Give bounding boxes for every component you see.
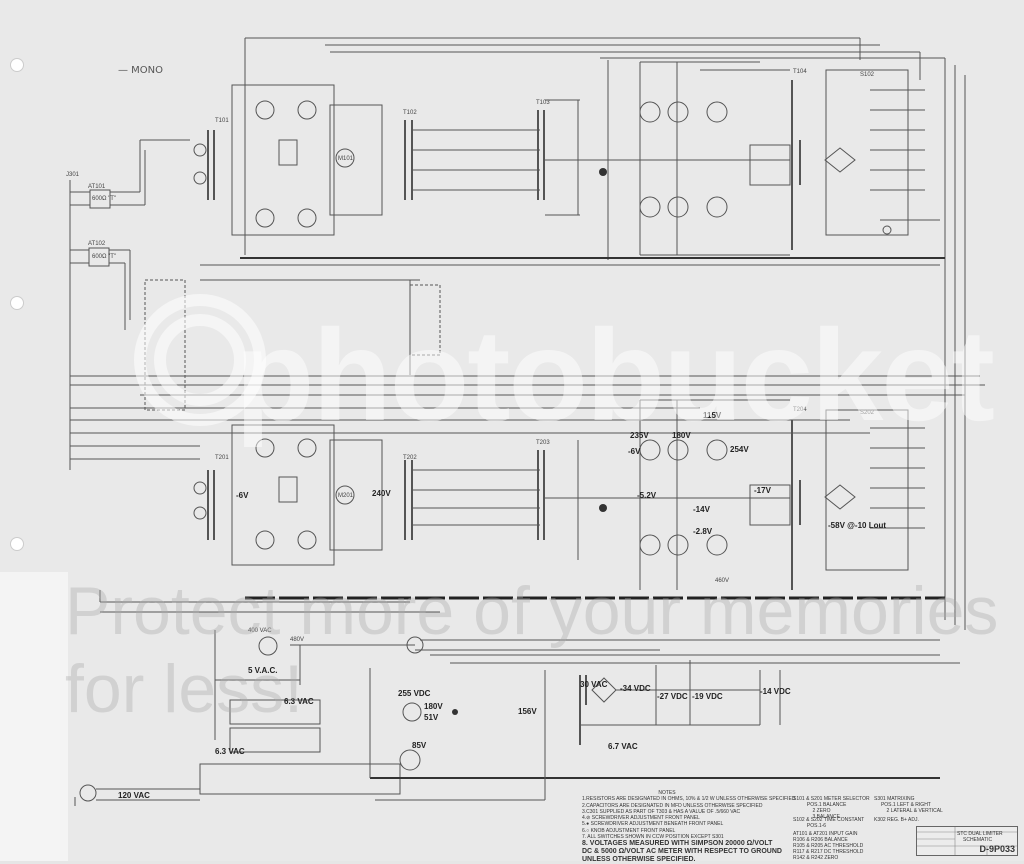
voltage-label: 115V — [703, 411, 722, 420]
note-item: 4.⊘ SCREWDRIVER ADJUSTMENT FRONT PANEL — [582, 815, 700, 822]
note-item: 1.RESISTORS ARE DESIGNATED IN OHMS, 10% … — [582, 796, 796, 803]
component-label: T201 — [215, 455, 229, 461]
voltage-label: 6.7 VAC — [608, 742, 638, 751]
component-value: 600Ω "T" — [92, 254, 117, 260]
component-label: M201 — [338, 493, 354, 499]
note-item: 5.● SCREWDRIVER ADJUSTMENT BENEATH FRONT… — [582, 821, 724, 828]
voltage-label: 180V — [672, 431, 691, 440]
voltage-label: -58V @-10 Lout — [828, 521, 887, 530]
component-label: S202 — [860, 410, 875, 416]
voltage-label: -27 VDC — [657, 692, 688, 701]
voltage-label: 120 VAC — [118, 791, 150, 800]
voltage-label: 240V — [372, 489, 391, 498]
voltage-label: 6.3 VAC — [215, 747, 245, 756]
legend-meter-selector: S101 & S201 METER SELECTOR POS.1 BALANCE… — [793, 796, 870, 820]
note-voltage: 8. VOLTAGES MEASURED WITH SIMPSON 20000 … — [582, 840, 782, 864]
component-label: T104 — [793, 69, 807, 75]
voltage-label: 460V — [715, 578, 730, 584]
component-label: AT102 — [88, 241, 106, 247]
voltage-label: 255 VDC — [398, 689, 431, 698]
voltage-label: 180V — [424, 702, 443, 711]
component-label: S102 — [860, 72, 875, 78]
note-item: 6.○ KNOB ADJUSTMENT FRONT PANEL — [582, 827, 676, 834]
component-label: T202 — [403, 455, 417, 461]
component-label: T204 — [793, 407, 807, 413]
title-block-grid — [917, 827, 1017, 855]
voltage-label: -6V — [628, 447, 641, 456]
voltage-label: -17V — [754, 486, 771, 495]
voltage-label: 5 V.A.C. — [248, 666, 278, 675]
component-label: T101 — [215, 118, 229, 124]
voltage-label: 85V — [412, 741, 427, 750]
voltage-label: 51V — [424, 713, 439, 722]
voltage-label: 400 VAC — [248, 628, 272, 634]
drawing-title: STC DUAL LIMITER — [957, 831, 1003, 837]
component-label: AT101 — [88, 184, 106, 190]
binder-hole — [10, 58, 24, 72]
legend-controls: AT101 & AT201 INPUT GAIN R106 & R206 BAL… — [793, 831, 864, 861]
note-item: 3.C301 SUPPLIED AS PART OF T303 & HAS A … — [582, 808, 741, 815]
binder-hole — [10, 537, 24, 551]
legend-matrixing: S301 MATRIXING POS.1 LEFT & RIGHT 2 LATE… — [874, 796, 943, 814]
voltage-label: -34 VDC — [620, 684, 651, 693]
voltage-label: 254V — [730, 445, 749, 454]
voltage-label: 480V — [290, 637, 305, 643]
voltage-label: -6V — [236, 491, 249, 500]
legend-time-constant: S102 & S202 TIME CONSTANT POS.1-6 — [793, 817, 865, 829]
drawing-number: D-9P033 — [979, 844, 1015, 854]
voltage-label: 235V — [630, 431, 649, 440]
voltage-label: -2.8V — [693, 527, 713, 536]
component-label: T102 — [403, 110, 417, 116]
notes-block: NOTES 1.RESISTORS ARE DESIGNATED IN OHMS… — [582, 790, 795, 864]
connector-label: J301 — [66, 172, 80, 178]
notes-title: NOTES — [658, 790, 676, 796]
binder-hole — [10, 296, 24, 310]
component-label: T103 — [536, 100, 550, 106]
note-item: 7. ALL SWITCHES SHOWN IN CCW POSITION EX… — [582, 834, 724, 841]
title-block: STC DUAL LIMITER SCHEMATIC D-9P033 — [916, 826, 1018, 856]
component-label: M101 — [338, 156, 354, 162]
note-item: 2.CAPACITORS ARE DESIGNATED IN MFD UNLES… — [582, 802, 763, 809]
component-label: T203 — [536, 440, 550, 446]
voltage-label: 30 VAC — [580, 680, 608, 689]
handwritten-note: — MONO — [118, 65, 164, 76]
blank-margin-panel — [0, 572, 68, 861]
legend-regulator: K302 REG. B+ ADJ. — [874, 817, 919, 823]
drawing-subtitle: SCHEMATIC — [963, 837, 993, 843]
voltage-label: 156V — [518, 707, 537, 716]
voltage-label: -14V — [693, 505, 710, 514]
voltage-label: -5.2V — [637, 491, 657, 500]
component-value: 600Ω "T" — [92, 196, 117, 202]
voltage-label: 6.3 VAC — [284, 697, 314, 706]
voltage-label: -14 VDC — [760, 687, 791, 696]
voltage-label: -19 VDC — [692, 692, 723, 701]
